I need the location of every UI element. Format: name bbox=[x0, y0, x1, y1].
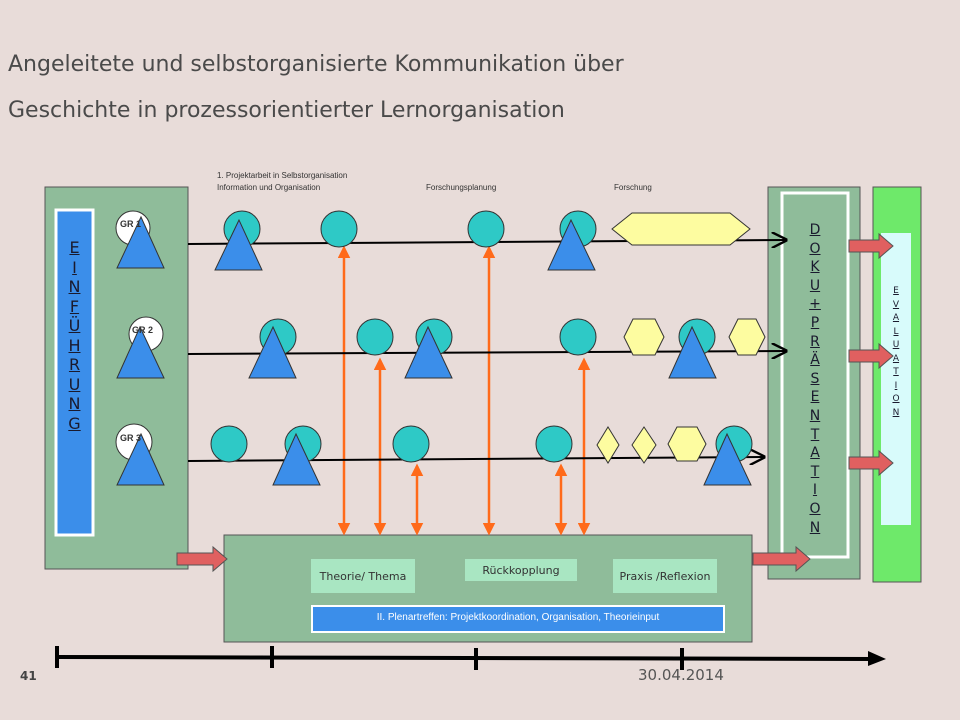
doku-letter: P bbox=[810, 314, 820, 331]
doku-letter: Ä bbox=[810, 352, 820, 369]
forschung-label: Forschung bbox=[614, 183, 652, 192]
red-arrow-row-1-eval bbox=[848, 232, 894, 260]
eval-letter: A bbox=[892, 353, 900, 364]
group-3-label: GR 3 bbox=[120, 433, 142, 443]
doku-letter: R bbox=[810, 333, 820, 350]
slide-title-line-1: Angeleitete und selbstorganisierte Kommu… bbox=[8, 52, 624, 77]
row-2-circle-2 bbox=[356, 318, 394, 356]
eval-letter: T bbox=[893, 367, 899, 377]
einf-letter: R bbox=[68, 355, 81, 374]
row-1-circle-3 bbox=[467, 210, 505, 248]
row-1-hexagon bbox=[611, 212, 751, 246]
red-arrow-to-plenar bbox=[176, 545, 228, 573]
doku-bar bbox=[780, 191, 850, 559]
einf-letter: I bbox=[72, 257, 77, 277]
doku-letter: E bbox=[810, 389, 820, 406]
row-3-circle-3 bbox=[392, 425, 430, 463]
row-2-triangle-1 bbox=[248, 325, 297, 379]
red-arrow-row-3-eval bbox=[848, 449, 894, 477]
row-3-circle-1 bbox=[210, 425, 248, 463]
doku-letter: I bbox=[812, 482, 818, 499]
einf-letter: G bbox=[68, 413, 81, 433]
doku-letter: T bbox=[810, 426, 820, 443]
row-3-triangle-2 bbox=[703, 432, 752, 486]
doku-letter: O bbox=[809, 500, 821, 517]
group-1-triangle bbox=[116, 215, 165, 269]
eval-letter: O bbox=[892, 394, 900, 404]
doku-letter: N bbox=[809, 407, 821, 424]
praxis-reflexion-box: Praxis /Reflexion bbox=[613, 559, 717, 593]
plenartreffen-bar: II. Plenartreffen: Projektkoordination, … bbox=[311, 605, 725, 633]
eval-letter: V bbox=[892, 299, 900, 310]
red-arrow-row-2-eval bbox=[848, 342, 894, 370]
einf-letter: U bbox=[68, 374, 81, 394]
einf-letter: Ü bbox=[68, 316, 81, 335]
row-3-hexagon bbox=[667, 426, 707, 462]
row-3-diamond-2 bbox=[631, 426, 657, 464]
group-1-label: GR 1 bbox=[120, 219, 142, 229]
rueckkopplung-box: Rückkopplung bbox=[465, 559, 577, 581]
einf-letter: H bbox=[68, 335, 81, 355]
row-3-diamond-1 bbox=[596, 426, 620, 464]
row-2-triangle-3 bbox=[668, 325, 717, 379]
timeline-arrowhead bbox=[868, 651, 886, 666]
forschungsplanung-label: Forschungsplanung bbox=[426, 183, 497, 192]
row-2-hexagon-2 bbox=[728, 318, 766, 356]
row-3-triangle-1 bbox=[272, 432, 321, 486]
doku-letter: T bbox=[810, 463, 820, 480]
phase-title-label: 1. Projektarbeit in Selbstorganisation bbox=[217, 171, 348, 180]
evaluation-bar bbox=[881, 233, 911, 525]
row-1-triangle-2 bbox=[547, 218, 596, 271]
eval-letter: I bbox=[894, 380, 898, 391]
row-2-hexagon-1 bbox=[623, 318, 665, 356]
group-2-triangle bbox=[116, 325, 165, 379]
einf-letter: F bbox=[69, 296, 80, 316]
row-2-triangle-2 bbox=[404, 325, 453, 379]
eval-letter: E bbox=[893, 286, 899, 296]
doku-letter: D bbox=[809, 222, 821, 238]
eval-letter: L bbox=[893, 326, 899, 337]
einf-letter: N bbox=[68, 277, 81, 296]
doku-letter: + bbox=[809, 296, 821, 313]
einf-letter: E bbox=[69, 238, 80, 257]
eval-letter: N bbox=[892, 407, 900, 418]
doku-letter: K bbox=[810, 259, 820, 276]
slide-date: 30.04.2014 bbox=[638, 666, 724, 684]
doku-letter: N bbox=[809, 519, 821, 536]
einfuehrung-bar bbox=[54, 208, 95, 537]
group-3-triangle bbox=[116, 432, 165, 486]
row-3-circle-4 bbox=[535, 425, 573, 463]
eval-letter: U bbox=[892, 340, 900, 350]
doku-letter: S bbox=[810, 370, 820, 387]
row-1-circle-2 bbox=[320, 210, 358, 248]
doku-letter: A bbox=[810, 445, 820, 462]
timeline bbox=[55, 655, 877, 661]
page-number: 41 bbox=[20, 669, 37, 683]
row-1-triangle-1 bbox=[214, 218, 263, 271]
einf-letter: N bbox=[68, 394, 81, 413]
group-2-label: GR 2 bbox=[132, 325, 154, 335]
row-2-circle-4 bbox=[559, 318, 597, 356]
slide-title-line-2: Geschichte in prozessorientierter Lernor… bbox=[8, 98, 565, 123]
information-label: Information und Organisation bbox=[217, 183, 321, 192]
red-arrow-plenar-to-doku bbox=[752, 545, 811, 573]
eval-letter: A bbox=[892, 313, 900, 323]
doku-letter: O bbox=[809, 240, 821, 257]
theorie-thema-box: Theorie/ Thema bbox=[311, 559, 415, 593]
doku-letter: U bbox=[809, 277, 821, 294]
